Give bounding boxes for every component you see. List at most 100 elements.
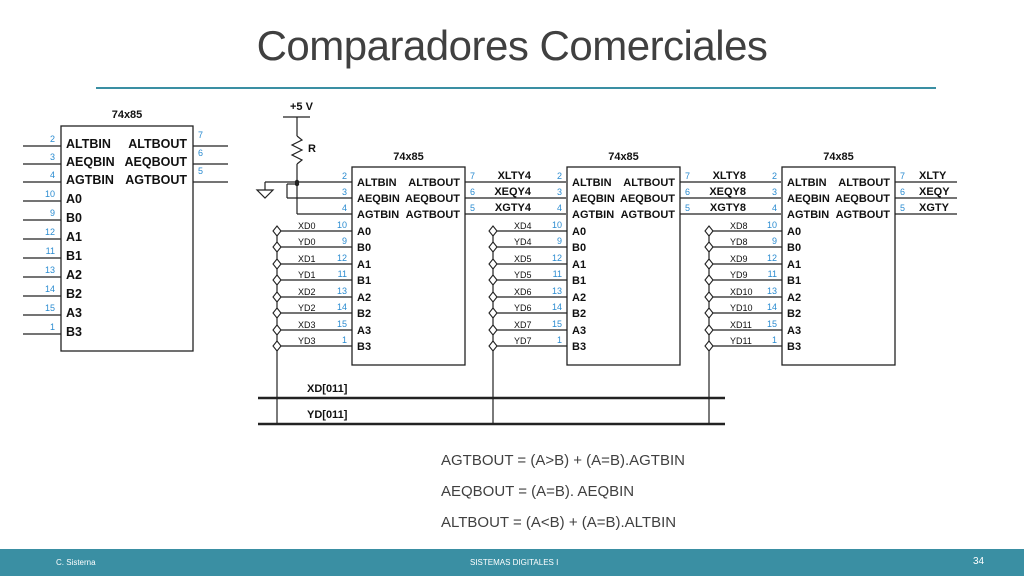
pin-label: A0 — [572, 226, 586, 238]
pin-number: 9 — [557, 236, 562, 246]
pin-number: 13 — [45, 265, 55, 275]
pin-number: 7 — [685, 171, 690, 181]
pin-number: 14 — [767, 302, 777, 312]
pin-number: 15 — [45, 303, 55, 313]
pin-label: ALTBIN — [572, 177, 612, 189]
pin-label: B1 — [357, 275, 371, 287]
pin-label: ALTBIN — [66, 137, 111, 151]
pin-number: 1 — [342, 335, 347, 345]
cascade-signal-label: XEQY4 — [494, 186, 532, 198]
pin-label: AGTBIN — [572, 209, 614, 221]
pin-number: 7 — [900, 171, 905, 181]
pin-number: 9 — [50, 208, 55, 218]
pin-label: A3 — [357, 325, 371, 337]
pin-label: AEQBOUT — [125, 155, 188, 169]
data-signal-label: YD2 — [298, 303, 316, 313]
data-signal-label: YD11 — [730, 336, 752, 346]
slide-footer: C. Sisterna SISTEMAS DIGITALES I 34 — [0, 549, 1024, 576]
pin-number: 15 — [337, 319, 347, 329]
bus-ripper — [272, 324, 282, 336]
pin-number: 3 — [342, 187, 347, 197]
pin-label: B3 — [357, 341, 371, 353]
pin-label: A3 — [787, 325, 801, 337]
pin-number: 9 — [342, 236, 347, 246]
pin-label: B2 — [66, 287, 82, 301]
data-signal-label: YD9 — [730, 270, 748, 280]
bus-ripper — [704, 241, 714, 253]
yd-bus-label: YD[011] — [307, 409, 348, 421]
data-signal-label: XD11 — [730, 320, 752, 330]
pin-label: B1 — [66, 249, 82, 263]
pin-label: AGTBOUT — [836, 209, 891, 221]
data-signal-label: YD5 — [514, 270, 532, 280]
pin-label: AGTBOUT — [621, 209, 676, 221]
data-signal-label: XD6 — [514, 287, 532, 297]
title-underline — [96, 87, 936, 89]
pin-label: B2 — [357, 308, 371, 320]
pin-number: 2 — [50, 134, 55, 144]
pin-label: AGTBOUT — [406, 209, 461, 221]
data-signal-label: YD0 — [298, 237, 316, 247]
data-signal-label: XD1 — [298, 254, 316, 264]
pin-number: 7 — [198, 130, 203, 140]
pin-number: 14 — [337, 302, 347, 312]
pin-label: AGTBOUT — [125, 173, 187, 187]
pin-number: 6 — [470, 187, 475, 197]
pin-label: B1 — [572, 275, 586, 287]
output-signal-label: XEQY — [919, 186, 950, 198]
pin-label: A2 — [572, 292, 586, 304]
pin-number: 2 — [772, 171, 777, 181]
bus-ripper — [704, 324, 714, 336]
bus-ripper — [488, 340, 498, 352]
pin-number: 12 — [552, 253, 562, 263]
slide-title: Comparadores Comerciales — [256, 22, 768, 69]
pin-label: A0 — [357, 226, 371, 238]
pin-number: 5 — [470, 203, 475, 213]
pin-label: B0 — [787, 242, 801, 254]
pin-label: ALTBIN — [787, 177, 827, 189]
bus-ripper — [704, 291, 714, 303]
bus-ripper — [488, 307, 498, 319]
pin-number: 5 — [198, 166, 203, 176]
pin-label: AGTBIN — [66, 173, 114, 187]
data-signal-label: XD5 — [514, 254, 532, 264]
pin-number: 4 — [50, 170, 55, 180]
pin-number: 12 — [767, 253, 777, 263]
pin-label: A1 — [357, 259, 371, 271]
bus-ripper — [704, 274, 714, 286]
pin-label: AEQBOUT — [620, 193, 675, 205]
pin-label: A1 — [572, 259, 586, 271]
pin-label: A2 — [66, 268, 82, 282]
chip-body — [566, 166, 681, 366]
pin-number: 15 — [552, 319, 562, 329]
chip-body — [60, 125, 194, 352]
pin-label: B0 — [357, 242, 371, 254]
data-signal-label: XD8 — [730, 221, 748, 231]
pin-number: 10 — [552, 220, 562, 230]
pin-number: 1 — [50, 322, 55, 332]
footer-author: C. Sisterna — [56, 558, 96, 567]
pin-number: 10 — [767, 220, 777, 230]
bus-ripper — [272, 274, 282, 286]
data-signal-label: XD10 — [730, 287, 753, 297]
bus-ripper — [488, 291, 498, 303]
resistor-symbol — [290, 135, 304, 165]
pin-number: 11 — [338, 269, 347, 279]
pin-label: B0 — [66, 211, 82, 225]
pin-number: 4 — [772, 203, 777, 213]
xd-bus-label: XD[011] — [307, 383, 348, 395]
junction-dot — [294, 179, 300, 185]
pin-label: AEQBIN — [572, 193, 615, 205]
pin-number: 12 — [337, 253, 347, 263]
pin-label: A2 — [787, 292, 801, 304]
pin-number: 13 — [337, 286, 347, 296]
bus-ripper — [704, 225, 714, 237]
data-signal-label: XD3 — [298, 320, 316, 330]
pin-number: 9 — [772, 236, 777, 246]
data-signal-label: YD6 — [514, 303, 532, 313]
chip-name-label: 74x85 — [112, 109, 143, 121]
supply-label: +5 V — [290, 101, 314, 113]
pin-number: 12 — [45, 227, 55, 237]
pin-number: 2 — [557, 171, 562, 181]
